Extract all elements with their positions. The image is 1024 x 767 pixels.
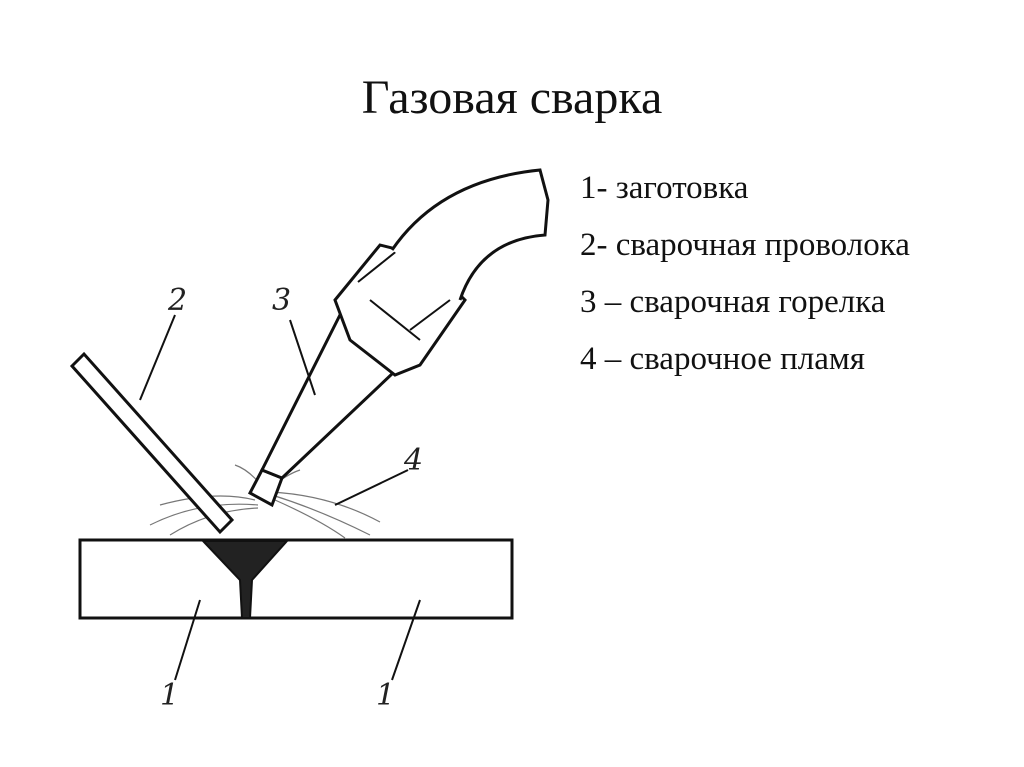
weld-seam (200, 540, 290, 619)
label-flame: 4 (403, 443, 423, 478)
legend-list: 1- заготовка 2- сварочная проволока 3 – … (580, 168, 1020, 396)
legend-item: 1- заготовка (580, 170, 749, 206)
legend-item: 4 – сварочное пламя (580, 341, 865, 377)
torch-hose (390, 168, 550, 301)
label-workpiece-right: 1 (376, 678, 395, 713)
slide-title: Газовая сварка (361, 71, 663, 124)
legend-item: 3 – сварочная горелка (580, 284, 886, 320)
workpiece (78, 538, 514, 620)
welding-wire (69, 351, 235, 535)
label-workpiece-left: 1 (160, 678, 179, 713)
label-wire: 2 (167, 283, 187, 318)
legend-item: 2- сварочная проволока (580, 227, 910, 263)
label-torch: 3 (272, 283, 291, 318)
